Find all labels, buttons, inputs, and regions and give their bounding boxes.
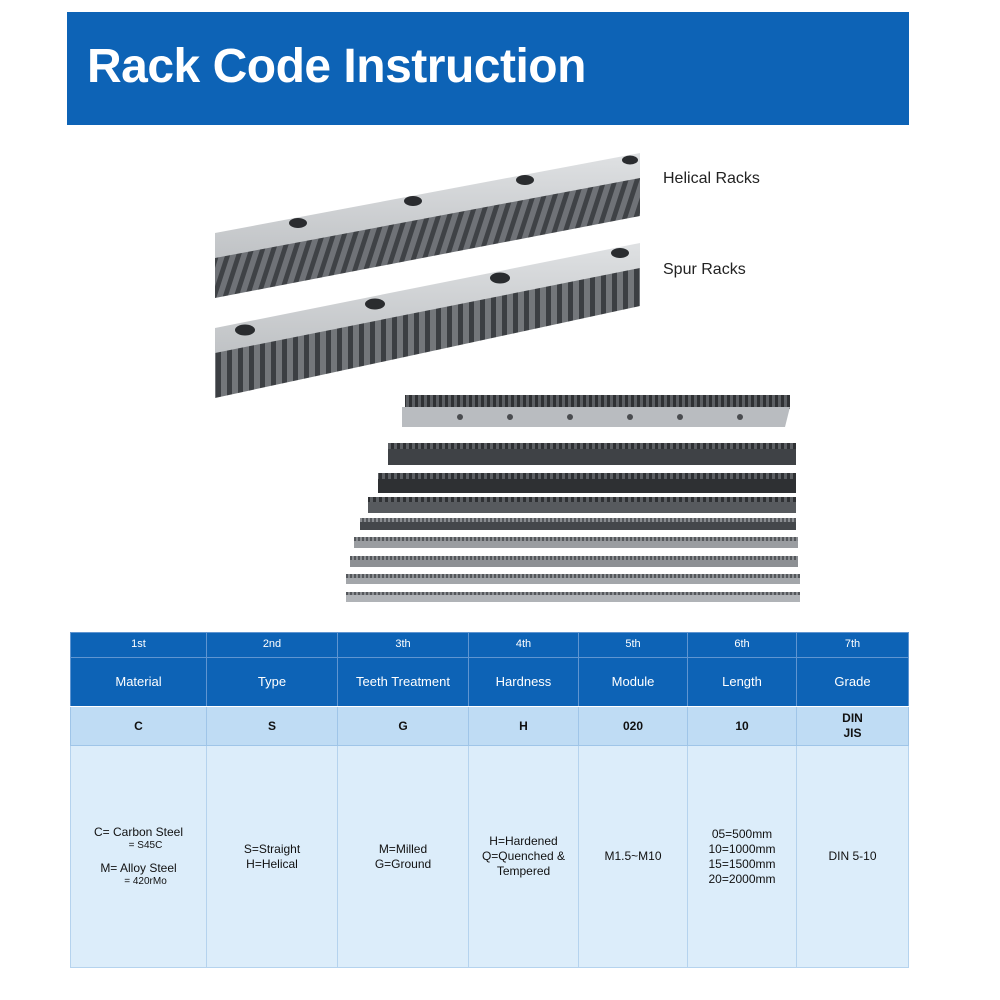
table-row-heading: Material Type Teeth Treatment Hardness M… [70, 657, 909, 707]
desc-line: M=Milled [378, 841, 428, 856]
table-cell: 1st [70, 632, 207, 658]
table-cell: S [206, 706, 338, 746]
table-cell: 020 [578, 706, 688, 746]
material-desc-cell: C= Carbon Steel = S45C M= Alloy Steel = … [70, 745, 207, 968]
desc-line: 05=500mm [711, 826, 773, 841]
grade-din: DIN [842, 711, 863, 725]
helical-spur-racks-photo [215, 153, 640, 398]
spur-rack [215, 243, 640, 398]
type-desc-cell: S=Straight H=Helical [206, 745, 338, 968]
teeth-desc-cell: M=Milled G=Ground [337, 745, 469, 968]
desc-line: 10=1000mm [708, 841, 776, 856]
module-desc-cell: M1.5~M10 [578, 745, 688, 968]
title-banner: Rack Code Instruction [67, 12, 909, 125]
table-cell: 5th [578, 632, 688, 658]
desc-line: = 420rMo [124, 875, 167, 887]
table-cell: 2nd [206, 632, 338, 658]
desc-line: Tempered [496, 864, 551, 878]
helical-racks-label: Helical Racks [663, 170, 760, 187]
rack-set [346, 443, 800, 602]
desc-line: Q=Quenched & [481, 849, 566, 863]
table-heading: Teeth Treatment [337, 657, 469, 707]
desc-line: H=Hardened [489, 834, 558, 848]
desc-line: 15=1500mm [708, 856, 776, 871]
desc-line: S=Straight [243, 841, 301, 856]
table-cell: DIN JIS [796, 706, 909, 746]
table-cell: 7th [796, 632, 909, 658]
desc-line: 20=2000mm [708, 871, 776, 886]
grade-jis: JIS [843, 726, 862, 740]
table-cell: H [468, 706, 579, 746]
table-row-sample-code: C S G H 020 10 DIN JIS [70, 706, 909, 746]
table-heading: Length [687, 657, 797, 707]
table-heading: Grade [796, 657, 909, 707]
desc-line: H=Helical [246, 856, 298, 871]
desc-line: G=Ground [374, 856, 432, 871]
table-cell: 10 [687, 706, 797, 746]
table-row-ordinal: 1st 2nd 3th 4th 5th 6th 7th [70, 632, 909, 658]
rack-code-table: 1st 2nd 3th 4th 5th 6th 7th Material Typ… [70, 632, 909, 968]
table-cell: C [70, 706, 207, 746]
length-desc-cell: 05=500mm 10=1000mm 15=1500mm 20=2000mm [687, 745, 797, 968]
desc-line: M1.5~M10 [604, 849, 662, 863]
page-title: Rack Code Instruction [87, 40, 586, 93]
table-heading: Type [206, 657, 338, 707]
spur-racks-label: Spur Racks [663, 261, 746, 278]
grade-desc-cell: DIN 5-10 [796, 745, 909, 968]
table-heading: Hardness [468, 657, 579, 707]
table-cell: 4th [468, 632, 579, 658]
table-heading: Module [578, 657, 688, 707]
table-heading: Material [70, 657, 207, 707]
assorted-racks-photo [346, 395, 800, 602]
table-cell: G [337, 706, 469, 746]
desc-line: M= Alloy Steel [100, 860, 177, 875]
desc-line: = S45C [128, 840, 163, 851]
desc-line: C= Carbon Steel [93, 825, 184, 839]
hardness-desc-cell: H=Hardened Q=Quenched & Tempered [468, 745, 579, 968]
table-row-description: C= Carbon Steel = S45C M= Alloy Steel = … [70, 745, 909, 968]
table-cell: 6th [687, 632, 797, 658]
helical-rack [215, 153, 640, 298]
table-cell: 3th [337, 632, 469, 658]
desc-line: DIN 5-10 [828, 849, 877, 863]
